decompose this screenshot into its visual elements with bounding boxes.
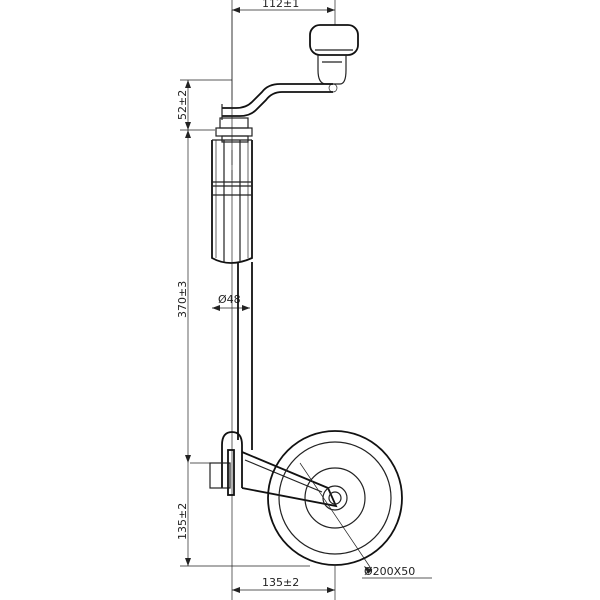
wheel [267, 430, 403, 571]
bottom-width-label: 135±2 [262, 576, 299, 589]
tube-length-dimension: 370±3 [176, 130, 191, 463]
wheel-size-label: Ø200X50 [364, 565, 415, 578]
tube-diameter-dimension: Ø48 [212, 293, 250, 311]
inner-tube [231, 10, 253, 600]
handle-height-label: 52±2 [176, 90, 189, 120]
tube-diameter-label: Ø48 [218, 293, 241, 306]
crank-handle [221, 24, 359, 120]
top-width-label: 112±1 [262, 0, 299, 10]
wheel-height-label: 135±2 [176, 503, 189, 540]
handle-height-dimension: 52±2 [176, 79, 232, 131]
wheel-height-dimension: 135±2 [176, 463, 310, 567]
bottom-width-dimension: 135±2 [232, 566, 336, 600]
tube-length-label: 370±3 [176, 281, 189, 318]
gear-collar [215, 117, 253, 143]
wheel-fork-mount [190, 431, 338, 508]
wheel-size-callout: Ø200X50 [362, 565, 432, 579]
